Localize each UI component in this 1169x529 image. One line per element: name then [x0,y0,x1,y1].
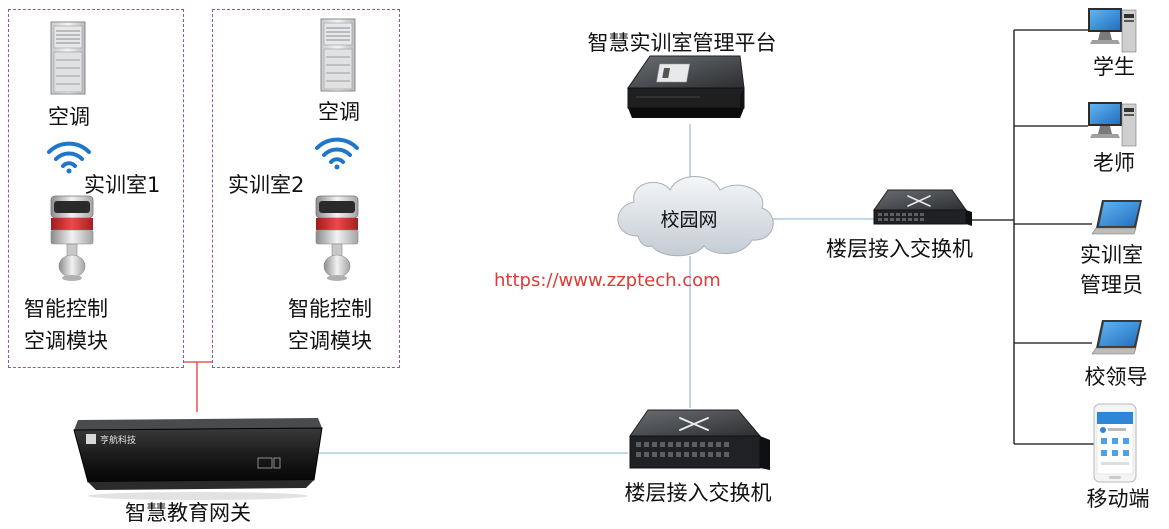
user-label-lab-admin-line2: 管理员 [1080,273,1143,297]
ac-label-room2: 空调 [318,100,360,124]
watermark-url: https://www.zzptech.com [494,270,721,291]
air-conditioner-icon [50,21,86,95]
room-label-1: 实训室1 [84,173,161,197]
room-zone-1 [8,9,184,368]
switch-right-label: 楼层接入交换机 [826,237,973,261]
cloud-icon [617,176,774,257]
user-label-school-leader: 校领导 [1084,365,1148,389]
module-label-room1-line1: 智能控制 [24,297,108,321]
mobile-phone-icon [1093,403,1137,483]
user-label-mobile: 移动端 [1086,487,1150,511]
user-label-student: 学生 [1093,55,1135,79]
ac-label-room1: 空调 [48,105,90,129]
switch-bottom-label: 楼层接入交换机 [624,481,772,505]
air-conditioner-icon [320,18,356,92]
gateway-label: 智慧教育网关 [125,501,251,525]
user-label-teacher: 老师 [1093,151,1135,175]
room-zone-2 [212,9,400,368]
room-label-2: 实训室2 [228,173,305,197]
ac-control-module-icon [50,195,94,281]
campus-network-label: 校园网 [660,209,718,231]
module-label-room1-line2: 空调模块 [24,329,108,353]
control-lines [184,361,212,412]
wifi-icon [47,141,91,174]
switch-icon [629,409,770,470]
wifi-icon [315,137,359,170]
user-label-lab-admin-line1: 实训室 [1080,243,1143,267]
gateway-brand-text: 亨航科技 [100,434,136,446]
desktop-computer-icon [1088,8,1137,53]
laptop-icon [1091,200,1142,235]
switch-icon [873,189,972,226]
gateway-icon: 亨航科技 [73,418,323,500]
module-label-room2-line2: 空调模块 [288,329,372,353]
module-label-room2-line1: 智能控制 [288,297,372,321]
server-icon [627,55,745,118]
desktop-computer-icon [1088,102,1137,147]
laptop-icon [1091,320,1142,355]
platform-label: 智慧实训室管理平台 [587,31,777,55]
ac-control-module-icon [315,195,359,281]
user-bus-lines [946,29,1094,445]
